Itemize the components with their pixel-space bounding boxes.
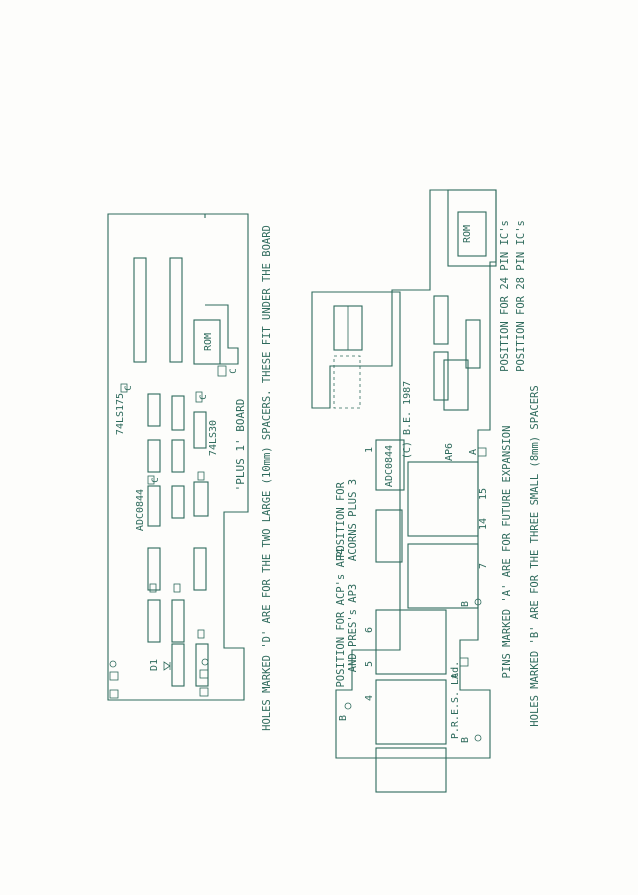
- label-pres: AND PRES's AP3: [347, 584, 359, 673]
- d-hole-4: [199, 669, 209, 679]
- label-right-1-c: C: [199, 394, 209, 399]
- label-74ls30: 74LS30: [208, 420, 219, 456]
- chip-74ls30: [193, 411, 207, 449]
- diode-d1: [163, 661, 171, 671]
- label-acp: POSITION FOR ACP's AP4: [335, 548, 347, 687]
- b-hole-label-3: B: [460, 737, 471, 743]
- socket-large-2: [407, 543, 479, 609]
- d-hole-6: [109, 660, 117, 668]
- socket-mid-2: [443, 359, 469, 411]
- chip-row-4: [171, 599, 185, 643]
- chip-row-5: [171, 643, 185, 687]
- label-24pin: POSITION FOR 24 PIN IC's: [499, 220, 511, 372]
- b-hole-3: [474, 734, 482, 742]
- chip-74ls175: [147, 393, 161, 427]
- label-adc0844-c: C: [151, 477, 161, 482]
- rom-label-bottom: ROM: [462, 225, 473, 243]
- pad-right-1: [195, 391, 203, 403]
- pad-row-3: [149, 583, 157, 593]
- chip-center-2: [171, 439, 185, 473]
- b-hole-label-1: B: [460, 601, 471, 607]
- pin-a-2: A: [450, 673, 461, 679]
- pad-center-4: [197, 471, 205, 481]
- label-acorn-2: ACORNS PLUS 3: [347, 479, 359, 561]
- pad-74ls175: [120, 383, 128, 393]
- pin-number-1: 1: [364, 447, 375, 453]
- pin-number-14: 14: [478, 518, 489, 530]
- pin-a-1: A: [468, 449, 479, 455]
- rom-label-top: ROM: [203, 333, 214, 351]
- rom-chip-bottom: [457, 211, 487, 257]
- socket-mid-1: [465, 319, 481, 369]
- d-hole-2: [109, 671, 119, 681]
- chip-right-1: [171, 395, 185, 431]
- chip-adc0844-top: [147, 485, 161, 527]
- pin-a-2-pad: [459, 657, 469, 667]
- edge-connector-left: [133, 257, 147, 363]
- d-hole-3: [199, 687, 209, 697]
- caption-holes-b: HOLES MARKED 'B' ARE FOR THE THREE SMALL…: [529, 385, 541, 726]
- b-hole-2: [344, 702, 352, 710]
- pad-adc0844-top: [147, 475, 155, 485]
- label-d1: D1: [149, 659, 160, 671]
- bottom-board: ROM ADC0844 (C) B.E. 1987 AP6 15 14 7 6 …: [311, 189, 541, 793]
- pad-row-6: [197, 629, 205, 639]
- chip-row-3: [147, 599, 161, 643]
- b-hole-label-2: B: [338, 715, 349, 721]
- label-74ls175: 74LS175: [115, 393, 126, 435]
- caption-d-holes: HOLES MARKED 'D' ARE FOR THE TWO LARGE (…: [261, 225, 273, 731]
- pad-row-4: [173, 583, 181, 593]
- pin-number-15: 15: [478, 488, 489, 500]
- socket-tall-2: [433, 351, 449, 401]
- plus1-board: ROM C 74LS175 C C 74LS30 ADC0844 C: [107, 213, 273, 731]
- rom-socket-bottom: [447, 189, 497, 267]
- chip-center-4: [193, 481, 209, 517]
- chip-center-3: [171, 485, 185, 519]
- label-pres-ltd: P.R.E.S. Ltd.: [450, 661, 461, 739]
- socket-tall-1: [433, 295, 449, 345]
- pin-number-5: 5: [364, 661, 375, 667]
- plus1-board-outline: [107, 213, 249, 701]
- label-28pin: POSITION FOR 28 PIN IC's: [515, 220, 527, 372]
- chip-center-1: [147, 439, 161, 473]
- plus1-board-label: 'PLUS 1' BOARD: [234, 399, 247, 492]
- pin-a-1-pad: [477, 447, 487, 457]
- chip-row-1: [147, 547, 161, 591]
- label-copyright: (C) B.E. 1987: [402, 381, 413, 459]
- pin-number-7: 7: [478, 563, 489, 569]
- dashed-block: [333, 355, 361, 409]
- edge-connector-right: [169, 257, 183, 363]
- socket-large-4: [375, 679, 447, 745]
- caption-pins-a: PINS MARKED 'A' ARE FOR FUTURE EXPANSION: [501, 426, 513, 679]
- chip-row-2: [193, 547, 207, 591]
- chip-row-6: [195, 643, 209, 687]
- label-adc0844-top: ADC0844: [135, 489, 146, 531]
- rom-pad-top: [217, 365, 227, 377]
- d-hole-1: [109, 689, 119, 699]
- socket-large-1: [407, 461, 479, 537]
- label-ap6: AP6: [444, 443, 455, 461]
- b-hole-1: [474, 598, 482, 606]
- rom-chip-top: [193, 319, 221, 365]
- bottom-board-outline: [311, 189, 497, 759]
- pin-number-6: 6: [364, 627, 375, 633]
- d-hole-5: [201, 658, 209, 666]
- socket-large-5: [375, 747, 447, 793]
- plus1-board-notch: [205, 304, 239, 365]
- pin-number-4: 4: [364, 695, 375, 701]
- rom-c-label: C: [229, 368, 239, 373]
- label-74ls175-c: C: [124, 385, 134, 390]
- label-adc0844-bottom: ADC0844: [384, 445, 395, 487]
- socket-large-3: [375, 609, 447, 675]
- chip-adc0844-bottom: [375, 439, 405, 491]
- socket-large-6: [375, 509, 403, 563]
- label-acorn-1: POSITION FOR: [335, 481, 347, 558]
